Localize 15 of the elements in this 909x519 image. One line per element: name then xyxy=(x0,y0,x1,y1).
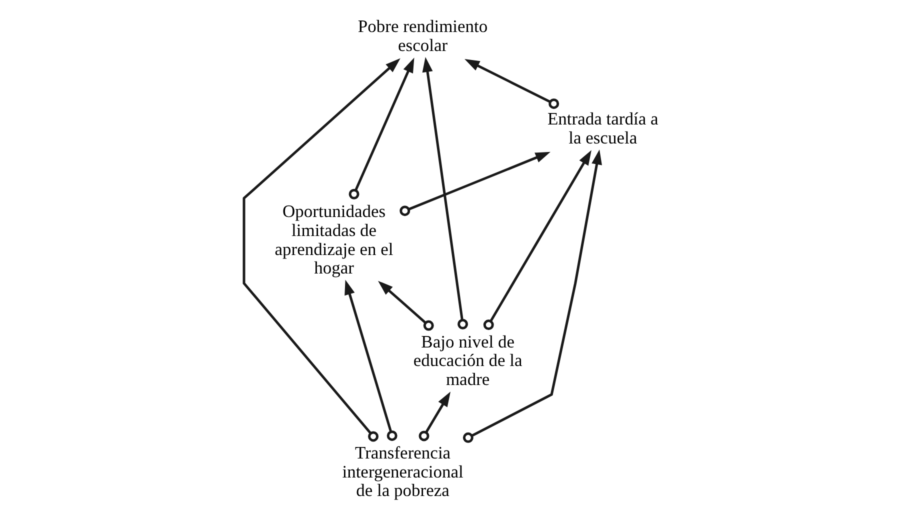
arrow xyxy=(378,280,434,331)
node-text: Oportunidades limitadas de aprendizaje en el hogar xyxy=(274,201,393,278)
node-text: Bajo nivel de educación de la madre xyxy=(412,331,522,389)
arrow xyxy=(418,392,450,442)
node-text: Entrada tardía a la escuela xyxy=(546,108,658,148)
arrow xyxy=(344,280,397,441)
node-text: Transferencia intergeneracional de la pobreza xyxy=(342,442,463,500)
arrow xyxy=(482,150,591,330)
arrow xyxy=(422,57,468,330)
arrow xyxy=(348,58,414,200)
arrow xyxy=(462,150,602,443)
node-text: Pobre rendimiento escolar xyxy=(357,16,488,55)
arrow xyxy=(464,59,559,109)
arrow xyxy=(242,58,400,442)
arrow xyxy=(399,152,550,216)
